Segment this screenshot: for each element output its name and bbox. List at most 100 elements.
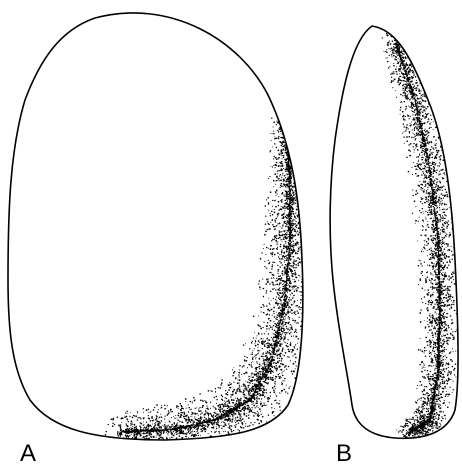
stipple-dot: [263, 321, 265, 323]
stipple-dot: [238, 430, 241, 432]
stipple-dot: [281, 161, 283, 163]
stipple-dot: [287, 356, 289, 358]
stipple-dot: [277, 177, 280, 180]
stipple-dot: [268, 361, 271, 364]
stipple-dot: [168, 431, 170, 433]
stipple-dot: [222, 405, 225, 408]
stipple-dot: [143, 432, 145, 435]
stipple-dot: [283, 236, 285, 239]
stipple-dot: [271, 219, 274, 221]
stipple-dot: [206, 426, 209, 428]
stipple-dot: [145, 426, 148, 429]
stipple-dot: [272, 133, 274, 135]
stipple-dot: [266, 321, 269, 324]
stipple-dot: [143, 421, 145, 423]
stipple-dot: [207, 416, 209, 418]
stipple-dot: [285, 132, 288, 135]
stipple-dot: [285, 206, 287, 208]
stipple-dot: [255, 387, 258, 389]
stipple-dot: [279, 372, 281, 374]
stipple-dot: [286, 129, 288, 131]
stipple-dot: [278, 334, 280, 337]
stipple-dot: [307, 193, 308, 194]
stipple-dot: [292, 247, 295, 249]
stipple-dot: [169, 408, 172, 411]
stipple-dot: [218, 425, 221, 427]
stipple-dot: [190, 424, 193, 427]
stipple-dot: [308, 225, 309, 226]
stipple-dot: [287, 303, 289, 306]
stipple-dot: [235, 397, 236, 399]
stipple-dot: [297, 192, 300, 194]
stipple-dot: [302, 208, 303, 211]
stipple-dot: [299, 169, 302, 172]
stipple-dot: [292, 264, 295, 267]
stipple-dot: [268, 228, 271, 230]
stipple-dot: [236, 407, 239, 409]
stipple-dot: [214, 407, 217, 409]
stipple-dot: [284, 125, 287, 127]
stipple-dot: [266, 357, 267, 359]
stipple-dot: [193, 421, 195, 424]
stipple-dot: [273, 349, 276, 351]
stipple-dot: [280, 182, 283, 185]
stipple-dot: [237, 422, 240, 424]
stipple-dot: [307, 251, 308, 252]
stipple-dot: [283, 120, 285, 123]
stipple-dot: [224, 413, 226, 416]
stipple-dot: [234, 420, 236, 422]
stipple-dot: [243, 427, 245, 429]
stipple-dot: [292, 255, 295, 258]
stipple-dot: [213, 426, 215, 428]
stipple-dot: [302, 255, 303, 257]
stipple-dot: [291, 229, 294, 231]
stipple-dot: [194, 407, 196, 409]
stipple-dot: [214, 391, 216, 393]
stipple-dot: [228, 423, 230, 425]
stipple-dot: [281, 363, 284, 366]
stipple-dot: [268, 262, 270, 265]
stipple-dot: [232, 390, 234, 392]
stipple-dot: [286, 248, 289, 251]
stipple-dot: [201, 430, 203, 433]
stipple-dot: [250, 390, 253, 392]
stipple-dot: [284, 122, 286, 124]
stipple-dot: [257, 376, 260, 379]
stipple-dot: [281, 114, 283, 117]
stipple-dot: [281, 350, 283, 353]
stipple-dot: [257, 375, 259, 377]
stipple-dot: [284, 323, 287, 325]
stipple-dot: [239, 416, 241, 418]
stipple-dot: [284, 121, 287, 123]
stipple-dot: [177, 408, 179, 410]
stipple-dot: [296, 304, 299, 307]
stipple-dot: [307, 266, 308, 267]
stipple-dot: [278, 340, 281, 342]
stipple-dot: [282, 172, 284, 175]
stipple-dot: [276, 332, 279, 334]
stipple-dot: [288, 122, 289, 124]
stipple-dot: [228, 389, 230, 391]
stipple-dot: [304, 216, 305, 217]
stipple-dot: [286, 141, 289, 144]
stipple-dot: [274, 219, 276, 221]
stipple-dot: [187, 404, 189, 406]
stipple-dot: [291, 111, 294, 114]
stipple-dot: [315, 256, 317, 258]
stipple-dot: [289, 135, 292, 138]
stipple-dot: [134, 426, 136, 429]
stipple-dot: [240, 397, 242, 400]
stipple-dot: [188, 436, 190, 438]
stipple-dot: [289, 139, 291, 141]
stipple-dot: [143, 427, 145, 429]
stipple-dot: [305, 156, 306, 157]
stipple-dot: [210, 390, 212, 392]
stipple-dot: [161, 444, 162, 445]
stipple-dot: [292, 192, 294, 194]
stipple-dot: [293, 267, 295, 269]
stipple-dot: [292, 210, 294, 213]
stipple-dot: [285, 133, 287, 135]
stipple-dot: [131, 453, 132, 454]
stipple-dot: [175, 426, 177, 428]
stipple-dot: [279, 323, 281, 325]
